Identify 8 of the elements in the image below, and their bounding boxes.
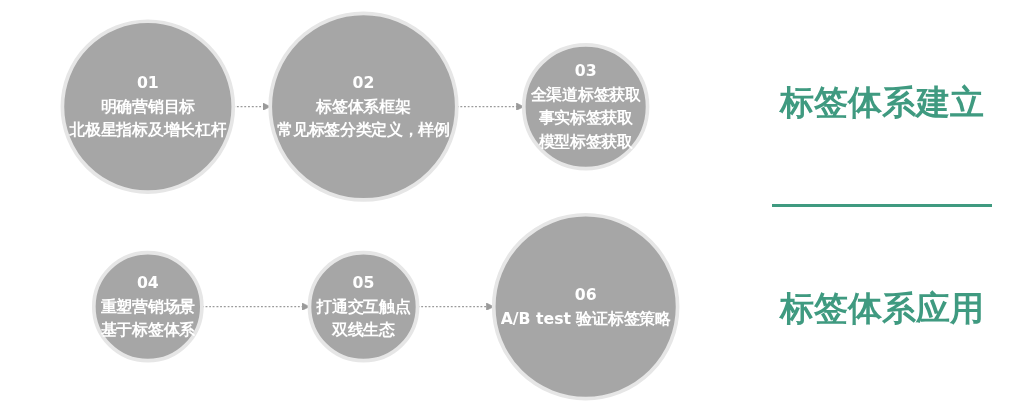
node-circle: 02 标签体系框架 常见标签分类定义，样例 <box>268 11 459 202</box>
node-circle: 05 打通交互触点 双线生态 <box>307 250 420 363</box>
section-heading: 标签体系应用 <box>780 286 984 330</box>
node-circle: 03 全渠道标签获取 事实标签获取 模型标签获取 <box>521 42 650 171</box>
node-circle: 04 重塑营销场景 基于标签体系 <box>91 250 204 363</box>
section-heading: 标签体系建立 <box>780 81 984 125</box>
node-circle: 06 A/B test 验证标签策略 <box>491 212 680 401</box>
node-circle: 01 明确营销目标 北极星指标及增长杠杆 <box>60 19 236 194</box>
